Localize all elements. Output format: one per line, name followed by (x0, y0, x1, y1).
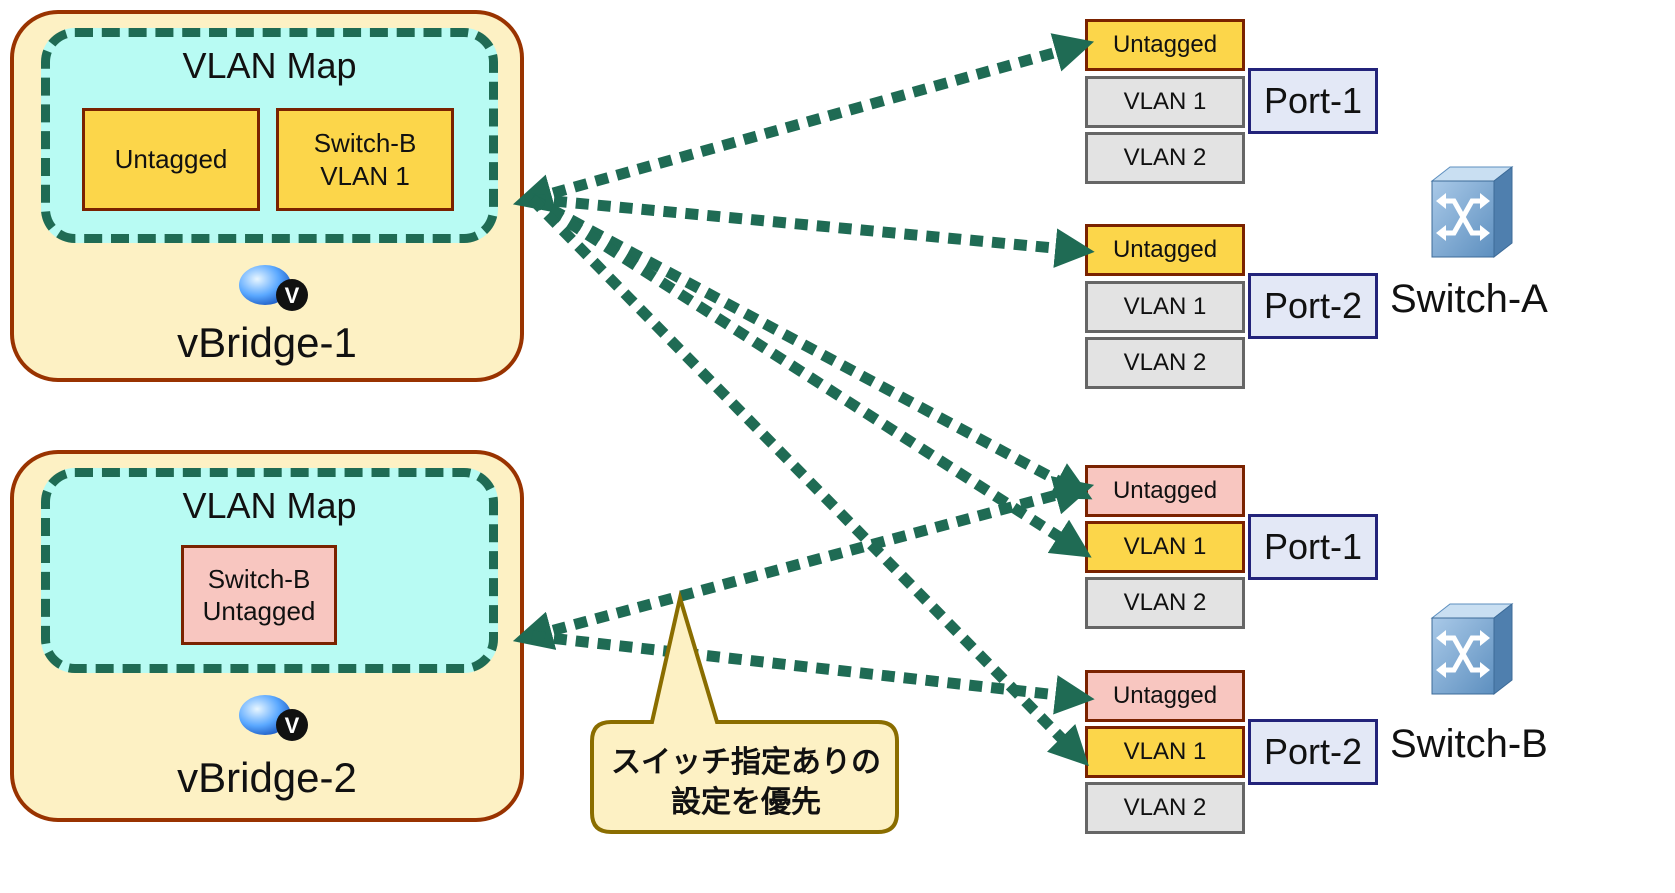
callout-text: スイッチ指定ありの設定を優先 (611, 745, 881, 820)
arrow-vb1-switch-a-port1-untagged (512, 33, 1095, 213)
arrow-vb1-switch-b-port1-vlan1 (529, 194, 1092, 558)
vlan-map-title: VLAN Map (182, 45, 357, 86)
port-slot-untagged: Untagged (1085, 465, 1245, 517)
port-label: Port-2 (1248, 719, 1378, 785)
svg-text:V: V (285, 283, 300, 308)
port-slot-vlan1: VLAN 1 (1085, 726, 1245, 778)
switch-name: Switch-B (1390, 722, 1548, 766)
svg-text:V: V (285, 713, 300, 738)
port-slot-vlan2: VLAN 2 (1085, 577, 1245, 629)
arrow-vb1-switch-a-port2-untagged (531, 193, 1095, 268)
arrow-vb2-switch-b-port1-untagged (512, 476, 1095, 650)
port-slot-untagged: Untagged (1085, 224, 1245, 276)
port-label: Port-2 (1248, 273, 1378, 339)
port-slot-vlan2: VLAN 2 (1085, 337, 1245, 389)
arrow-vb1-switch-b-port2-vlan1 (528, 195, 1089, 767)
vbridge-icon: V (239, 695, 308, 741)
arrow-vb2-switch-b-port2-untagged (531, 630, 1095, 715)
vlan-map-entry-untagged: Untagged (82, 108, 260, 211)
port-slot-vlan2: VLAN 2 (1085, 132, 1245, 184)
vbridge-icon: V (239, 265, 308, 311)
port-slot-vlan1: VLAN 1 (1085, 76, 1245, 128)
switch-name: Switch-A (1390, 277, 1548, 321)
port-label: Port-1 (1248, 514, 1378, 580)
vbridge-name: vBridge-2 (177, 754, 357, 801)
switch-icon (1430, 602, 1514, 696)
port-label: Port-1 (1248, 68, 1378, 134)
port-slot-untagged: Untagged (1085, 670, 1245, 722)
vbridge-name: vBridge-1 (177, 319, 357, 366)
vlan-map-title: VLAN Map (182, 485, 357, 526)
callout-bubble (590, 590, 899, 834)
port-slot-untagged: Untagged (1085, 19, 1245, 71)
arrow-vb1-switch-b-port1-untagged (529, 194, 1093, 500)
port-slot-vlan1: VLAN 1 (1085, 281, 1245, 333)
switch-icon (1430, 165, 1514, 259)
port-slot-vlan1: VLAN 1 (1085, 521, 1245, 573)
port-slot-vlan2: VLAN 2 (1085, 782, 1245, 834)
